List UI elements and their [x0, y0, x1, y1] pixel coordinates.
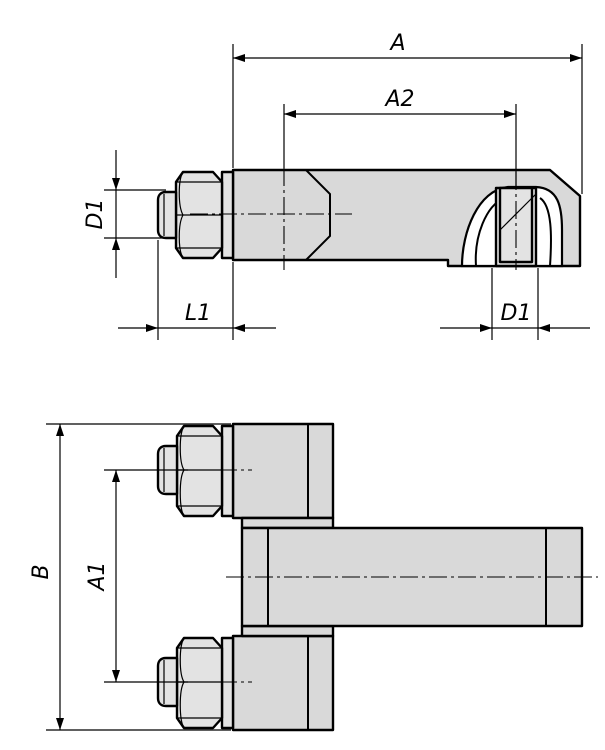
label-L1: L1: [185, 301, 211, 326]
hex-nut-chamfer: [178, 171, 184, 259]
upper-block: [231, 422, 335, 520]
lower-nut-chamfer: [179, 637, 185, 729]
body-chamfer: [305, 169, 331, 261]
upper-nut-chamfer: [179, 425, 185, 517]
web-upper: [240, 516, 335, 530]
slot-screw-diagonal: [499, 193, 537, 231]
upper-washer: [220, 424, 235, 518]
label-A: A: [388, 31, 405, 56]
washer: [220, 170, 235, 260]
web-lower: [240, 624, 335, 638]
hex-nut-facets: [176, 181, 222, 249]
label-D1-left: D1: [83, 199, 108, 230]
lower-washer: [220, 636, 235, 730]
slot-curve-right: [539, 197, 552, 267]
label-B: B: [29, 564, 54, 579]
lower-block: [231, 634, 335, 732]
top-view: B A1: [29, 422, 598, 732]
label-A2: A2: [383, 87, 414, 112]
label-D1-right: D1: [501, 301, 532, 326]
threaded-stud: [156, 190, 178, 240]
side-view: A A2 D1 L1 D1: [83, 31, 590, 340]
label-A1: A1: [85, 561, 110, 592]
